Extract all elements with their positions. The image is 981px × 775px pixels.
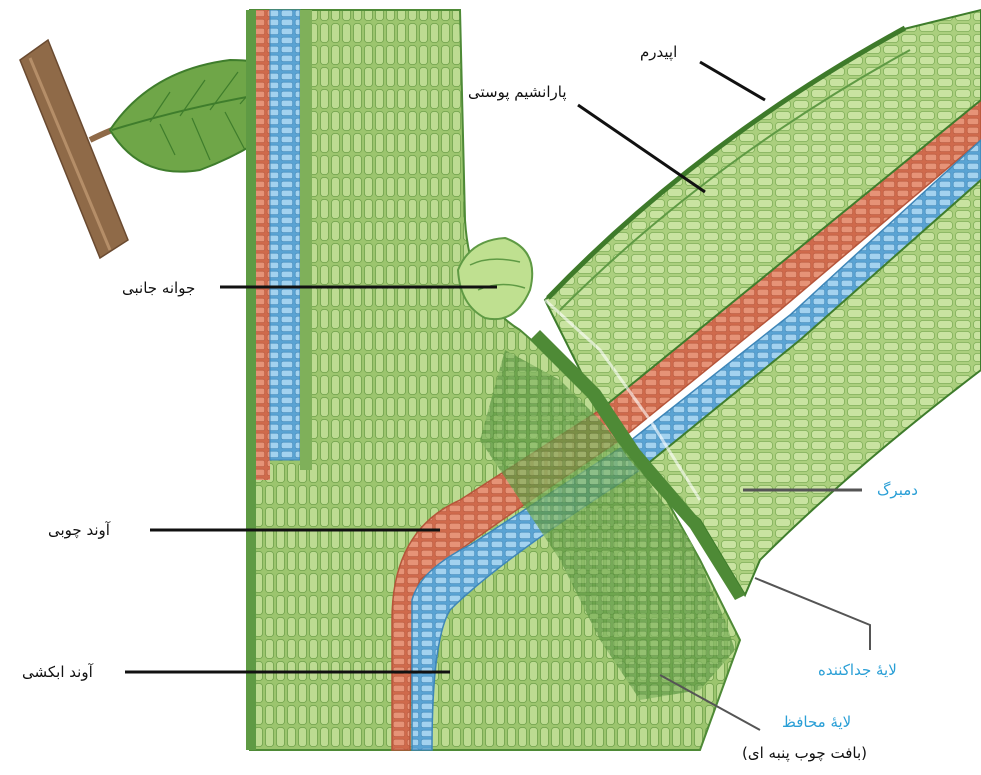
leader-cortex bbox=[578, 105, 705, 192]
label-epidermis: اپیدرم bbox=[640, 42, 677, 62]
label-xylem: آوند چوبی bbox=[48, 520, 110, 540]
leader-epidermis bbox=[700, 62, 765, 100]
label-phloem: آوند ابکشی bbox=[22, 662, 93, 682]
label-cork-tissue: (بافت چوب پنبه ای) bbox=[742, 743, 867, 763]
label-cortex-parenchyma: پارانشیم پوستی bbox=[468, 82, 567, 102]
label-axillary-bud: جوانه جانبی bbox=[122, 278, 195, 298]
label-protective-layer: لایۀ محافظ bbox=[782, 712, 851, 732]
leader-abscission bbox=[755, 578, 870, 650]
twig bbox=[20, 40, 128, 258]
label-abscission-layer: لایۀ جداکننده bbox=[818, 660, 897, 680]
label-petiole: دمبرگ bbox=[877, 480, 918, 500]
